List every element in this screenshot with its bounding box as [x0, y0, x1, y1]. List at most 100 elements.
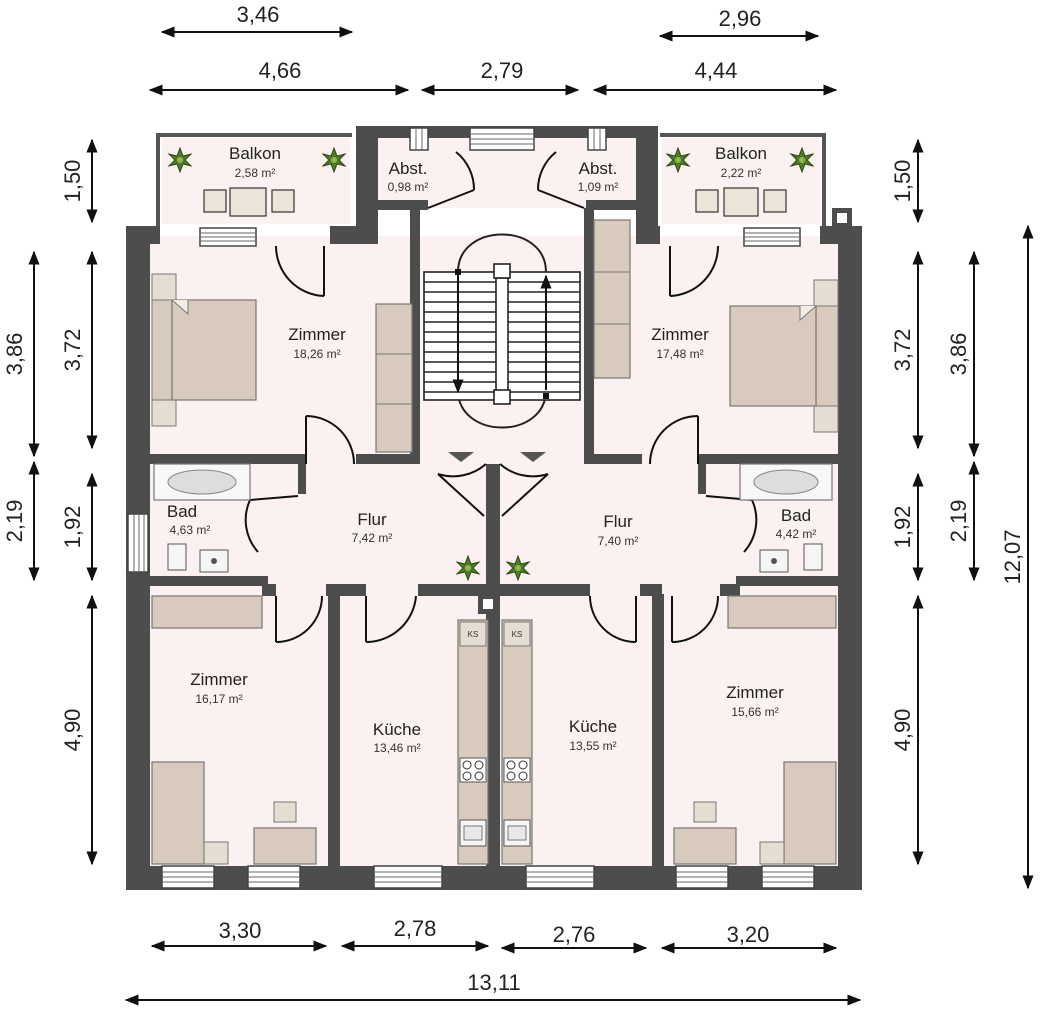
door-swing — [669, 245, 720, 297]
window — [247, 865, 301, 889]
dimension-label: 2,78 — [394, 916, 437, 941]
dimension-label: 3,86 — [2, 333, 27, 376]
dimension-label: 1,92 — [60, 506, 85, 549]
staircase — [423, 233, 581, 462]
door-swing — [671, 595, 719, 643]
door-swing — [649, 415, 699, 465]
sideboard — [727, 595, 837, 629]
window — [675, 865, 729, 889]
room-area: 17,48 m² — [656, 347, 703, 361]
balcony-outlines — [156, 133, 826, 226]
bathtub — [739, 463, 833, 501]
dimension-label: 12,07 — [1000, 529, 1025, 584]
bed-single — [759, 761, 837, 865]
window — [409, 127, 429, 151]
door-swing — [274, 245, 325, 297]
dimension-label: 3,46 — [237, 2, 280, 27]
room-name: Flur — [603, 512, 633, 531]
door-swing — [275, 595, 323, 643]
room-name: Zimmer — [190, 670, 248, 689]
dimension-label: 1,50 — [890, 160, 915, 203]
room-area: 16,17 m² — [195, 692, 242, 706]
desk — [673, 801, 737, 865]
fridge-label: KS — [468, 630, 479, 639]
dimension-label: 2,96 — [719, 6, 762, 31]
room-name: Bad — [167, 502, 197, 521]
room-area: 1,09 m² — [578, 180, 619, 194]
dimension-label: 1,92 — [890, 506, 915, 549]
dimension-label: 3,86 — [946, 333, 971, 376]
room-name: Flur — [357, 510, 387, 529]
dimension-label: 4,44 — [695, 58, 738, 83]
room-labels: Balkon 2,58 m² Balkon 2,22 m² Abst. 0,98… — [167, 144, 816, 755]
room-name: Abst. — [389, 159, 428, 178]
toilet — [803, 543, 823, 571]
room-area: 4,42 m² — [776, 527, 817, 541]
window — [199, 227, 257, 247]
window — [587, 127, 607, 151]
dimension-label: 2,19 — [946, 500, 971, 543]
door-swing — [365, 595, 417, 644]
door-swing — [305, 415, 355, 465]
room-area: 0,98 m² — [388, 180, 429, 194]
bed-single — [151, 761, 229, 865]
room-name: Balkon — [229, 144, 281, 163]
washbasin — [199, 549, 229, 573]
dimension-label: 3,72 — [890, 329, 915, 372]
room-area: 15,66 m² — [731, 705, 778, 719]
windows — [127, 127, 815, 889]
dimension-label: 4,66 — [259, 58, 302, 83]
bathtub — [153, 463, 251, 501]
room-area: 7,42 m² — [352, 531, 393, 545]
wardrobe — [593, 219, 631, 379]
room-name: Zimmer — [651, 325, 709, 344]
window — [373, 865, 443, 889]
wardrobe — [375, 303, 413, 453]
sideboard — [151, 595, 263, 629]
dimension-label: 2,19 — [2, 500, 27, 543]
bed-double — [151, 273, 257, 427]
fridge-label: KS — [512, 630, 523, 639]
door-swing — [499, 463, 549, 517]
door-swing — [589, 595, 637, 643]
dimension-lines — [28, 26, 1034, 1006]
room-name: Zimmer — [288, 325, 346, 344]
room-area: 2,58 m² — [235, 166, 276, 180]
window — [127, 513, 149, 573]
door-swing — [536, 151, 585, 209]
window — [525, 865, 595, 889]
door-swing — [244, 495, 299, 553]
dimension-label: 4,90 — [60, 709, 85, 752]
room-area: 7,40 m² — [598, 534, 639, 548]
toilet — [167, 543, 187, 571]
room-name: Küche — [373, 720, 421, 739]
window — [761, 865, 815, 889]
desk — [253, 801, 317, 865]
dimension-label: 13,11 — [467, 970, 520, 995]
dimension-label: 1,50 — [60, 160, 85, 203]
room-name: Balkon — [715, 144, 767, 163]
door-swing — [437, 463, 487, 517]
dimension-label: 2,76 — [553, 922, 596, 947]
room-area: 2,22 m² — [721, 166, 762, 180]
dimension-labels: 3,46 2,96 4,66 2,79 4,44 1,50 3,86 3,72 … — [2, 2, 1025, 995]
dimension-label: 3,72 — [60, 329, 85, 372]
window — [743, 227, 801, 247]
kitchen-counter-left: KS — [457, 619, 489, 865]
door-swing — [427, 151, 476, 209]
room-area: 13,55 m² — [569, 739, 616, 753]
dimension-label: 4,90 — [890, 709, 915, 752]
door-swings — [244, 151, 758, 644]
room-name: Bad — [781, 506, 811, 525]
dimension-label: 3,30 — [219, 918, 262, 943]
kitchen-counter-right: KS — [501, 619, 533, 865]
room-area: 18,26 m² — [293, 347, 340, 361]
shaft — [832, 208, 852, 228]
window — [161, 865, 215, 889]
room-area: 4,63 m² — [170, 523, 211, 537]
shaft — [478, 594, 498, 614]
window — [469, 127, 535, 151]
balcony-furniture-left — [168, 147, 346, 217]
bed-double — [729, 279, 839, 433]
